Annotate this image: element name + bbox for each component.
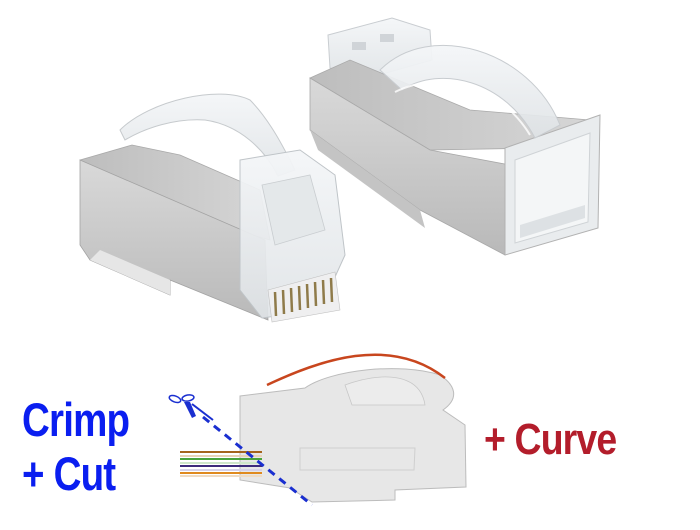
cut-indicator xyxy=(168,394,313,507)
cut-line xyxy=(202,415,313,507)
cut-label: + Cut xyxy=(22,447,116,500)
gold-contacts xyxy=(267,271,341,323)
scissors-icon xyxy=(168,394,214,421)
curve-arc xyxy=(266,353,446,387)
rj45-connector-rear xyxy=(309,17,601,256)
crimp-label: Crimp xyxy=(22,393,130,446)
curve-diagram xyxy=(239,353,467,503)
rj45-connector-front xyxy=(79,93,346,323)
curve-label: + Curve xyxy=(484,415,617,464)
